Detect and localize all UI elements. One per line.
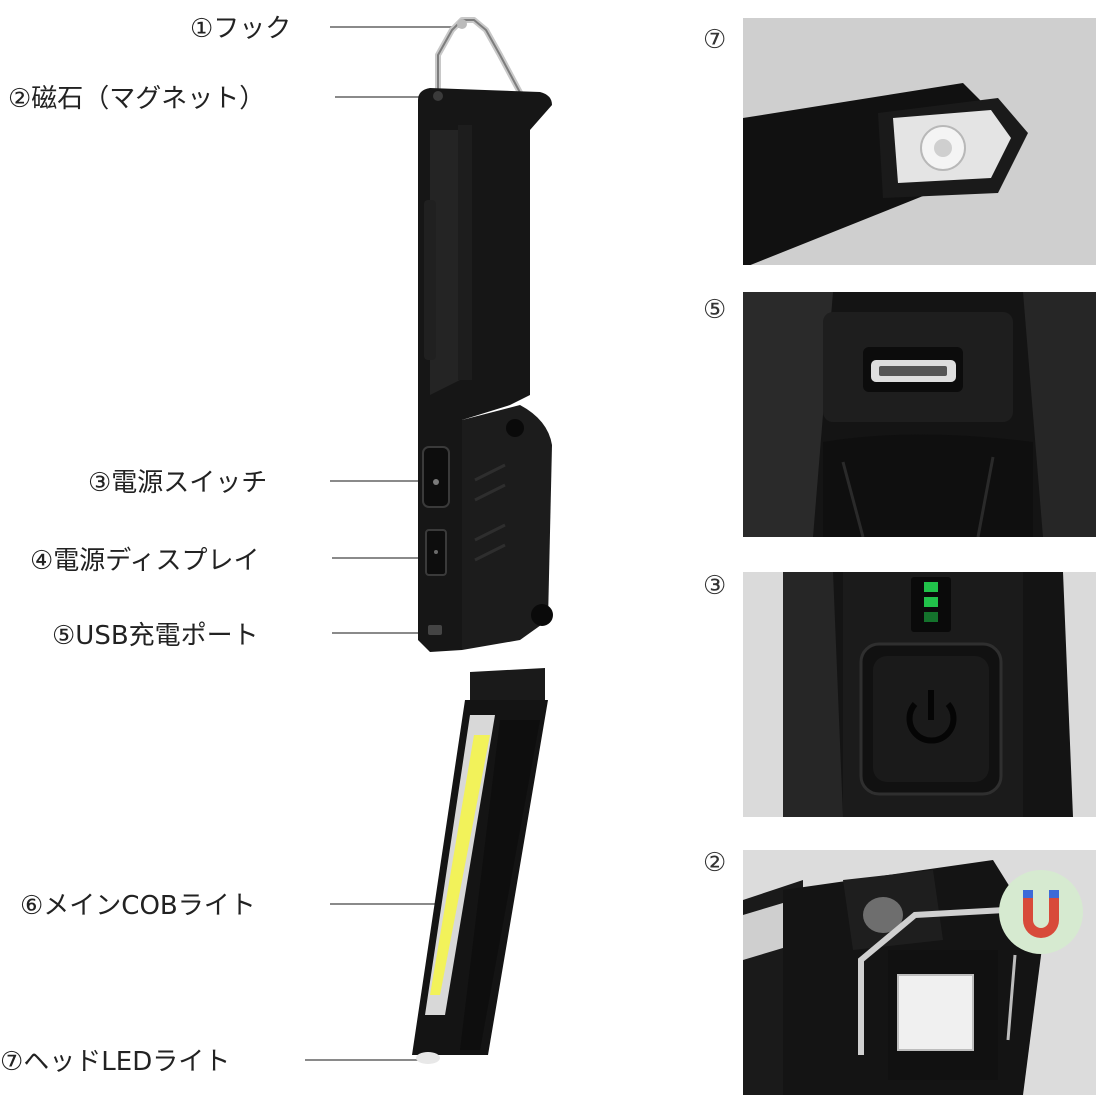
label-power-display: ④電源ディスプレイ (30, 546, 260, 576)
label-hook: ①フック (190, 14, 292, 44)
power-icon (906, 702, 957, 744)
head-led (416, 1052, 440, 1064)
label-usb-port: ⑤USB充電ポート (52, 621, 259, 651)
thumb-head-led (743, 18, 1096, 265)
thumb-power-switch (743, 572, 1096, 817)
thumb-usb-port (743, 292, 1096, 537)
leader-power-switch (330, 480, 433, 482)
usb-port[interactable] (428, 625, 442, 635)
cob-light (430, 735, 490, 995)
thumb-number-3: ③ (703, 571, 727, 601)
magnet-pad (897, 974, 974, 1051)
thumb-number-4: ② (703, 848, 727, 878)
thumb-number-1: ⑦ (703, 25, 727, 55)
leader-usb-port (332, 632, 437, 634)
magnet-icon-badge (999, 870, 1083, 954)
thumb-number-2: ⑤ (703, 295, 727, 325)
leader-magnet (335, 96, 435, 98)
label-main-cob: ⑥メインCOBライト (20, 891, 256, 921)
label-head-led: ⑦ヘッドLEDライト (0, 1047, 231, 1077)
label-magnet: ②磁石（マグネット） (8, 84, 266, 114)
power-switch[interactable] (422, 446, 450, 508)
label-power-switch: ③電源スイッチ (88, 468, 268, 498)
leader-main-cob (330, 903, 440, 905)
leader-head-led (305, 1059, 425, 1061)
thumb-magnet (743, 850, 1096, 1095)
leader-power-display (332, 557, 433, 559)
work-light-illustration (412, 17, 553, 1064)
magnet-icon (1023, 895, 1059, 938)
leader-hook (330, 26, 460, 28)
